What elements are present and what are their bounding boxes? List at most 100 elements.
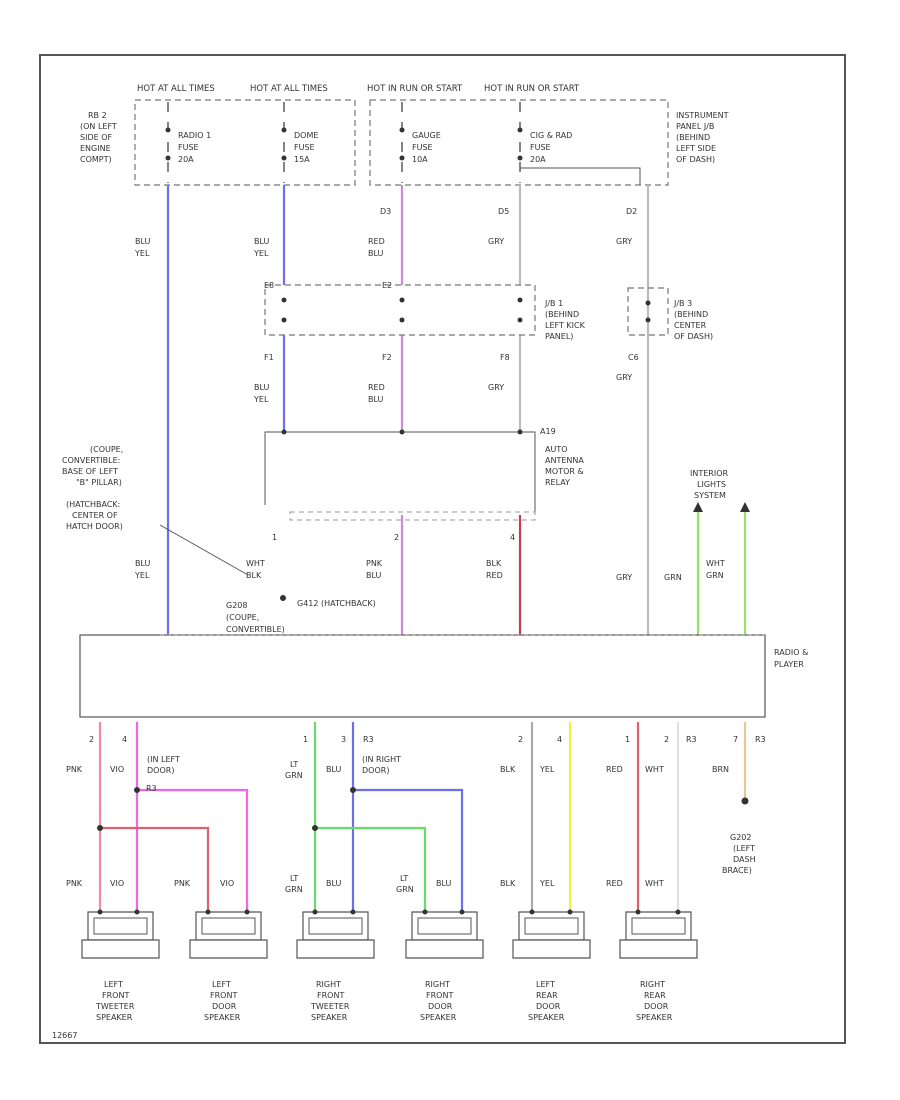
wc-w10-a: BLU [135, 559, 151, 568]
sp4-wa1: LT [400, 874, 408, 883]
sw5: BRN [712, 765, 729, 774]
sp4-l3: DOOR [428, 1002, 453, 1011]
antenna-line4: RELAY [545, 478, 570, 487]
speakers: PNK VIO LEFT FRONT TWEETER SPEAKER PNK V… [66, 874, 698, 1022]
fuse-radio1-line2: FUSE [178, 143, 199, 152]
wc-w2-b: YEL [253, 249, 269, 258]
rb2-note: RB 2 (ON LEFT SIDE OF ENGINE COMPT) [80, 111, 117, 164]
sp1-wa: PNK [66, 879, 83, 888]
g412-label: G412 (HATCHBACK) [297, 599, 376, 608]
interior-lights: INTERIOR LIGHTS SYSTEM [690, 469, 750, 512]
rb2-line4: ENGINE [80, 144, 111, 153]
wc-w5: GRY [616, 237, 632, 246]
sp5-l3: DOOR [536, 1002, 561, 1011]
wc-w16-a: WHT [706, 559, 725, 568]
rb2-line5: COMPT) [80, 155, 112, 164]
sp3-wb: BLU [326, 879, 342, 888]
fuse-cig-line2: FUSE [530, 143, 551, 152]
lights-line2: LIGHTS [697, 480, 726, 489]
g202-line4: BRACE) [722, 866, 752, 875]
sp5-l2: REAR [536, 991, 558, 1000]
radio-line1: RADIO & [774, 648, 808, 657]
sp4-l1: RIGHT [425, 980, 450, 989]
wc-w11-a: WHT [246, 559, 265, 568]
fuse-cig: CIG & RAD FUSE 20A [517, 102, 641, 185]
fuse-gauge-line1: GAUGE [412, 131, 441, 140]
radio-player: RADIO & PLAYER [79, 634, 808, 718]
speaker-wire-labels: PNK VIO (IN LEFT DOOR) LT GRN BLU (IN RI… [66, 755, 729, 793]
pin-7: 7 [733, 735, 738, 744]
fuse-gauge: GAUGE FUSE 10A [399, 102, 441, 183]
conn-d2: D2 [626, 207, 637, 216]
fuse-radio1-line1: RADIO 1 [178, 131, 211, 140]
speaker-right-front-door: LT GRN BLU RIGHT FRONT DOOR SPEAKER [396, 874, 484, 1022]
top-labels: HOT AT ALL TIMES HOT AT ALL TIMES HOT IN… [137, 84, 580, 94]
sp3-l4: SPEAKER [311, 1013, 348, 1022]
jb1-line1: J/B 1 [544, 299, 563, 308]
right-door-1: (IN RIGHT [362, 755, 401, 764]
sw3a: BLK [500, 765, 516, 774]
wc-w16-b: GRN [706, 571, 724, 580]
conn-f2: F2 [382, 353, 392, 362]
pin-1a: 1 [303, 735, 308, 744]
ground-g202: G202 (LEFT DASH BRACE) [722, 833, 756, 875]
antenna-line3: MOTOR & [545, 467, 584, 476]
sp2-wa: PNK [174, 879, 191, 888]
sp4-wa2: GRN [396, 885, 414, 894]
lights-line3: SYSTEM [694, 491, 726, 500]
ipjb-line2: PANEL J/B [676, 122, 714, 131]
sp3-l1: RIGHT [316, 980, 341, 989]
coupe-line1: (COUPE, [90, 445, 123, 454]
jb1-line2: (BEHIND [545, 310, 579, 319]
ipjb-line4: LEFT SIDE [676, 144, 716, 153]
conn-e8: E8 [264, 281, 274, 290]
diagram-frame [39, 54, 846, 1044]
sp3-l2: FRONT [317, 991, 344, 1000]
sp2-wb: VIO [220, 879, 234, 888]
coupe-line7: HATCH DOOR) [66, 522, 123, 531]
sp6-wa: RED [606, 879, 623, 888]
wc-w7-a: RED [368, 383, 385, 392]
antenna-note: AUTO ANTENNA MOTOR & RELAY [545, 445, 584, 487]
fuse-dome-line2: FUSE [294, 143, 315, 152]
pin-1b: 1 [625, 735, 630, 744]
pin-3a: 3 [341, 735, 346, 744]
speaker-pin-labels: 2 4 1 3 R3 2 4 1 2 R3 7 R3 [89, 735, 766, 744]
wc-w13-a: BLK [486, 559, 502, 568]
ipjb-line1: INSTRUMENT [676, 111, 729, 120]
jb1-line3: LEFT KICK [545, 321, 586, 330]
rb2-line3: SIDE OF [80, 133, 112, 142]
ip-jb-note: INSTRUMENT PANEL J/B (BEHIND LEFT SIDE O… [676, 111, 729, 164]
ground-g208: G208 (COUPE, CONVERTIBLE) G412 (HATCHBAC… [226, 595, 376, 634]
sp3-wa2: GRN [285, 885, 303, 894]
relay-pin-1: 1 [272, 533, 277, 542]
coupe-note: (COUPE, CONVERTIBLE: BASE OF LEFT "B" PI… [62, 445, 249, 576]
relay-pin-4: 4 [510, 533, 515, 542]
pin-2c: 2 [664, 735, 669, 744]
wc-w12-b: BLU [366, 571, 382, 580]
jb3-line3: CENTER [674, 321, 707, 330]
sp5-l1: LEFT [536, 980, 555, 989]
pin-4a: 4 [122, 735, 127, 744]
sw4a: RED [606, 765, 623, 774]
wc-w14: GRY [616, 573, 632, 582]
sp5-wa: BLK [500, 879, 516, 888]
sp5-wb: YEL [539, 879, 555, 888]
conn-f1: F1 [264, 353, 274, 362]
sp3-l3: TWEETER [310, 1002, 350, 1011]
right-door-2: DOOR) [362, 766, 389, 775]
wc-w1-a: BLU [135, 237, 151, 246]
fuse-dome-line3: 15A [294, 155, 310, 164]
sp4-l2: FRONT [426, 991, 453, 1000]
fuse-radio1-line3: 20A [178, 155, 194, 164]
conn-e2: E2 [382, 281, 392, 290]
diagram-code: 12667 [52, 1031, 77, 1040]
coupe-line2: CONVERTIBLE: [62, 456, 120, 465]
jb3-line1: J/B 3 [673, 299, 692, 308]
speaker-splices [97, 787, 749, 831]
g202-line3: DASH [733, 855, 756, 864]
pin-2b: 2 [518, 735, 523, 744]
speaker-left-front-door: PNK VIO LEFT FRONT DOOR SPEAKER [174, 879, 268, 1022]
jb3-note: J/B 3 (BEHIND CENTER OF DASH) [673, 299, 713, 341]
